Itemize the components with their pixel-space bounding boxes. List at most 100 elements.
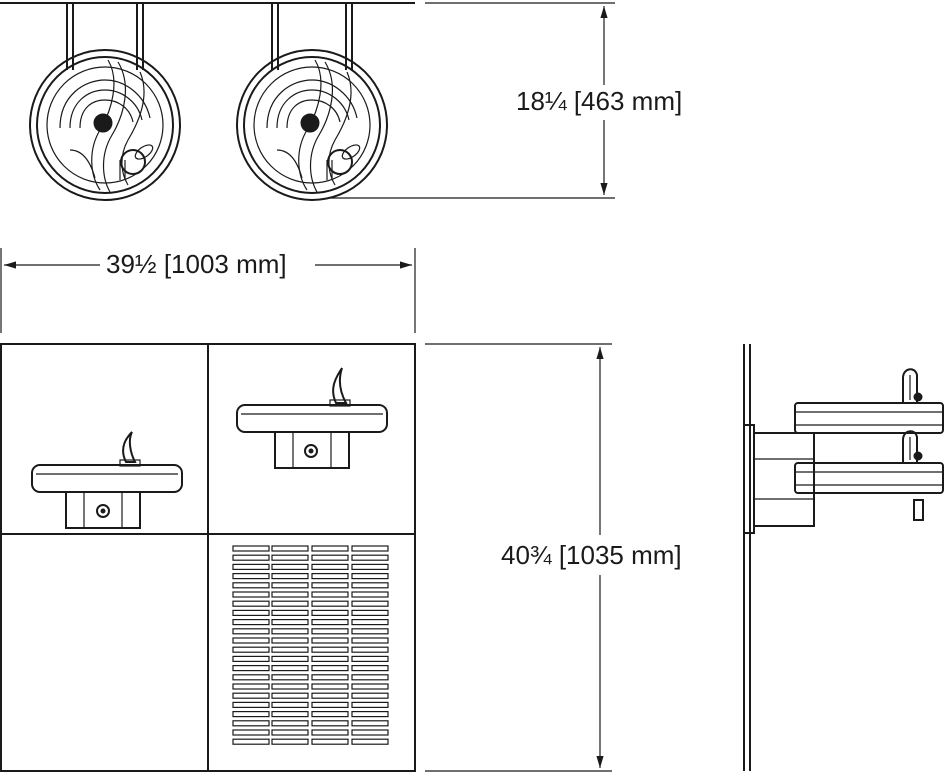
depth-dimension-label: 18¼ [463 mm]	[512, 88, 687, 114]
louver-slot	[351, 563, 389, 571]
louver-slot	[232, 720, 270, 727]
louver-slot	[232, 646, 270, 653]
front-view	[0, 343, 612, 772]
louver-slot	[271, 628, 309, 635]
louver-slot	[271, 729, 309, 736]
louver-slot	[311, 664, 349, 672]
louver-slot	[271, 637, 309, 644]
louver-slot	[271, 710, 309, 718]
louver-slot	[232, 563, 270, 571]
louver-slot	[311, 674, 349, 681]
louver-slot	[311, 591, 349, 598]
louver-slot	[232, 674, 270, 681]
louver-slot	[311, 572, 349, 580]
louver-slot	[311, 609, 349, 617]
louver-slot	[351, 692, 389, 699]
louver-slot	[232, 655, 270, 663]
louver-slot	[271, 563, 309, 571]
louver-slot	[232, 683, 270, 690]
louver-slot	[311, 554, 349, 561]
louver-slot	[351, 572, 389, 580]
louver-slot	[311, 655, 349, 663]
louver-slot	[232, 572, 270, 580]
louver-slot	[232, 554, 270, 561]
width-dimension	[0, 248, 416, 333]
louver-slot	[311, 729, 349, 736]
width-dimension-label: 39½ [1003 mm]	[102, 251, 291, 277]
louver-slot	[311, 683, 349, 690]
louver-slot	[271, 591, 309, 598]
louver-slot	[351, 545, 389, 552]
louver-slot	[351, 591, 389, 598]
louver-slot	[271, 554, 309, 561]
louver-slot	[351, 637, 389, 644]
low-fountain-front	[31, 431, 183, 529]
louver-slot	[271, 664, 309, 672]
louver-slot	[271, 572, 309, 580]
louver-slot	[232, 738, 270, 745]
louver-slot	[311, 628, 349, 635]
louver-slot	[351, 655, 389, 663]
louver-slot	[271, 609, 309, 617]
louver-slot	[271, 701, 309, 709]
louver-slot	[351, 683, 389, 690]
louver-slot	[232, 591, 270, 598]
louver-slot	[232, 609, 270, 617]
louver-slot	[311, 720, 349, 727]
left-basin-top	[29, 49, 181, 201]
louver-slot	[271, 692, 309, 699]
louver-slot	[232, 600, 270, 607]
louver-slot	[271, 618, 309, 626]
louver-slot	[271, 655, 309, 663]
louver-slot	[351, 720, 389, 727]
louver-slot	[232, 628, 270, 635]
side-view	[743, 344, 944, 771]
louver-slot	[311, 692, 349, 699]
louver-slot	[351, 618, 389, 626]
louver-slot	[311, 701, 349, 709]
louver-slot	[311, 738, 349, 745]
louver-slot	[232, 710, 270, 718]
louver-slot	[232, 582, 270, 589]
louver-slot	[271, 600, 309, 607]
louver-slot	[271, 545, 309, 552]
louver-slot	[232, 701, 270, 709]
louver-slot	[271, 582, 309, 589]
louver-slot	[351, 554, 389, 561]
louver-slot	[271, 674, 309, 681]
louver-slot	[351, 609, 389, 617]
louver-slot	[232, 545, 270, 552]
louver-slot	[271, 683, 309, 690]
louver-slot	[351, 646, 389, 653]
louver-slot	[351, 729, 389, 736]
louver-slot	[311, 637, 349, 644]
louver-slot	[311, 618, 349, 626]
high-fountain-front	[236, 367, 388, 469]
louver-slot	[351, 710, 389, 718]
louver-slot	[311, 545, 349, 552]
louver-slot	[351, 664, 389, 672]
top-view	[0, 2, 615, 201]
louver-slot	[232, 692, 270, 699]
louver-slot	[351, 674, 389, 681]
right-basin-top	[236, 49, 388, 201]
louver-slot	[351, 738, 389, 745]
louver-slot	[232, 637, 270, 644]
height-dimension-label: 40¾ [1035 mm]	[497, 542, 686, 568]
louver-slot	[232, 618, 270, 626]
louver-slot	[311, 710, 349, 718]
louver-slot	[351, 701, 389, 709]
louver-slot	[271, 720, 309, 727]
louver-slot	[271, 738, 309, 745]
louver-slot	[351, 600, 389, 607]
louver-grille	[232, 545, 389, 745]
louver-slot	[311, 646, 349, 653]
louver-slot	[311, 582, 349, 589]
louver-slot	[311, 563, 349, 571]
louver-slot	[232, 729, 270, 736]
louver-slot	[351, 582, 389, 589]
louver-slot	[311, 600, 349, 607]
louver-slot	[271, 646, 309, 653]
louver-slot	[351, 628, 389, 635]
